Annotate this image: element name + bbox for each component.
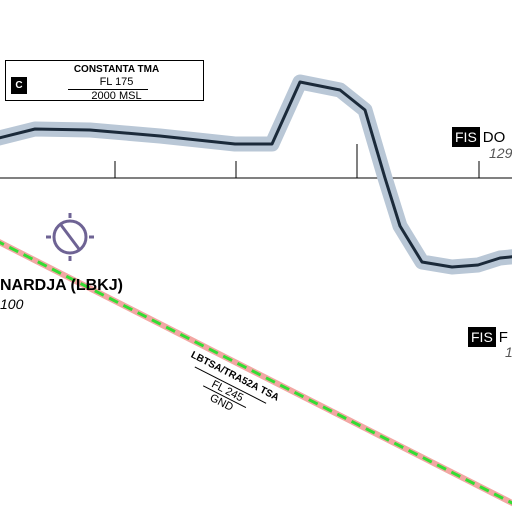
airport-circle-icon[interactable]: [46, 213, 94, 261]
tma-info-box[interactable]: C CONSTANTA TMA FL 175 2000 MSL: [5, 60, 204, 102]
tma-upper-limit: FL 175: [99, 76, 134, 88]
fis-badge: FIS: [452, 127, 480, 147]
reference-line: [0, 144, 512, 179]
fis-frequency-1: 129: [489, 145, 512, 161]
tma-name: CONSTANTA TMA: [73, 64, 160, 75]
fis-name: DO: [482, 129, 506, 146]
tsa-limit-rule: [194, 366, 267, 404]
airport-name[interactable]: NARDJA (LBKJ): [0, 277, 123, 294]
tma-boundary: [0, 74, 512, 275]
tma-lower-limit: 2000 MSL: [91, 90, 142, 102]
airport-elevation: 100: [0, 296, 24, 312]
fis-name: F: [498, 329, 508, 346]
tma-limit-rule: [68, 89, 148, 90]
airspace-class-badge: C: [11, 77, 27, 94]
fis-frequency-2: 1: [505, 344, 512, 360]
fis-badge: FIS: [468, 327, 496, 347]
tsa-boundary: [0, 239, 512, 507]
tsa-lower-rule: [202, 385, 247, 409]
